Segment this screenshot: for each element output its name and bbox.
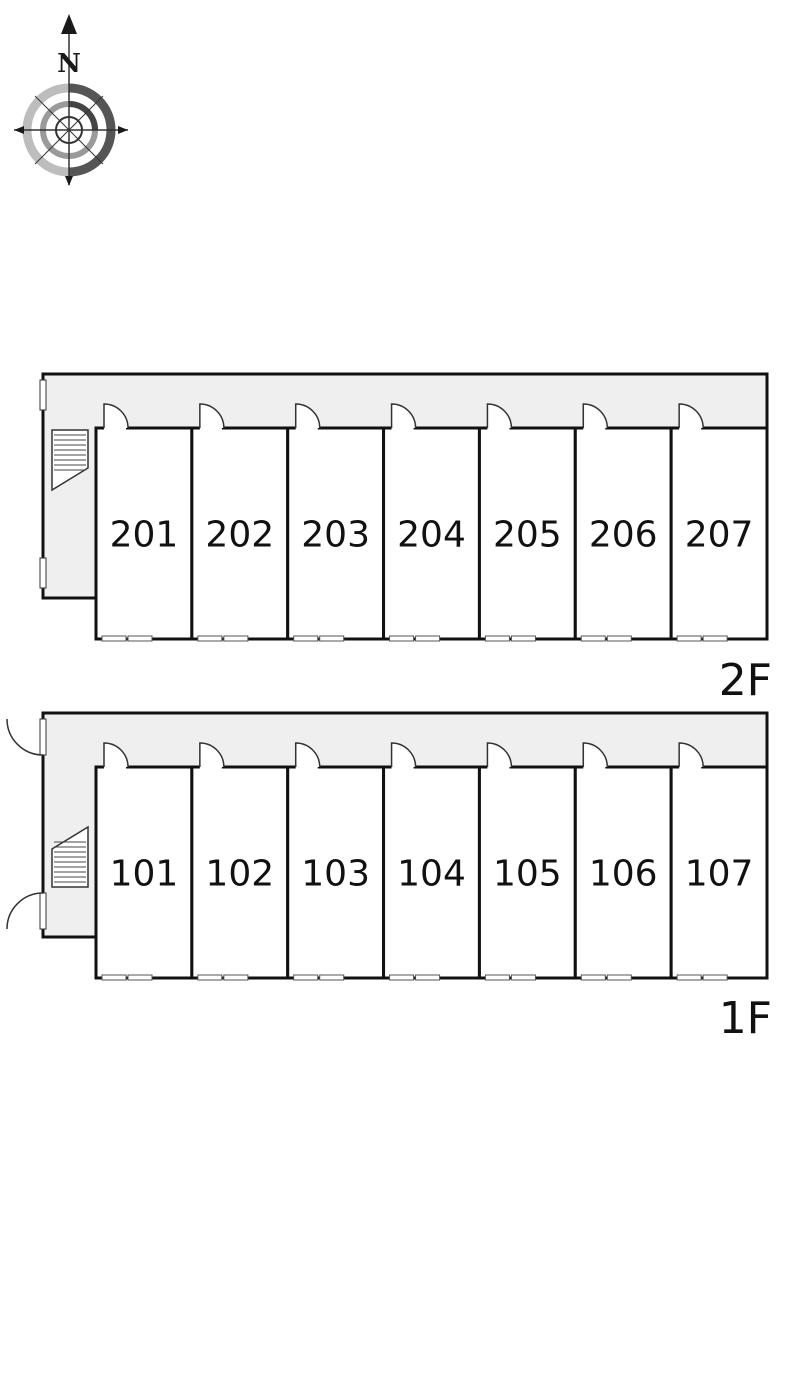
window: [319, 635, 345, 642]
floor-label: 2F: [719, 655, 772, 706]
unit-number: 207: [685, 515, 754, 556]
unit-number: 104: [397, 854, 466, 895]
floor-1F: 101 102 103 104 105 106 107 1F: [6, 711, 772, 1044]
unit-104: 104: [382, 742, 481, 981]
window: [510, 635, 536, 642]
window: [293, 974, 319, 981]
window: [702, 635, 728, 642]
door-swing: [199, 742, 225, 768]
window: [510, 974, 536, 981]
door-swing: [294, 742, 321, 768]
unit-206: 206: [573, 403, 673, 642]
unit-number: 204: [397, 515, 466, 556]
unit-room: [94, 765, 194, 980]
unit-number: 202: [205, 515, 274, 556]
door-swing: [390, 742, 417, 768]
door-swing: [103, 403, 129, 429]
unit-number: 206: [589, 515, 658, 556]
unit-107: 107: [669, 742, 769, 981]
unit-103: 103: [286, 742, 386, 981]
window: [606, 974, 632, 981]
window: [580, 635, 606, 642]
window: [101, 635, 127, 642]
unit-number: 203: [301, 515, 370, 556]
window: [484, 974, 510, 981]
window: [389, 974, 415, 981]
unit-102: 102: [190, 742, 290, 981]
stairs: [51, 825, 89, 888]
window: [676, 974, 702, 981]
window: [606, 635, 632, 642]
unit-number: 201: [110, 515, 179, 556]
unit-number: 107: [685, 854, 754, 895]
door-swing: [678, 742, 704, 768]
unit-room: [573, 426, 673, 641]
window: [197, 974, 223, 981]
unit-room: [286, 765, 386, 980]
unit-room: [286, 426, 386, 641]
door-swing: [390, 403, 417, 429]
unit-number: 103: [301, 854, 370, 895]
floor-2F: 201 202 203 204 205 206 207 2F: [39, 372, 772, 706]
stairs: [51, 429, 89, 492]
door-swing: [6, 892, 44, 930]
window: [101, 974, 127, 981]
door-swing: [582, 403, 609, 429]
compass-rose-icon: N: [14, 14, 128, 186]
unit-room: [669, 426, 769, 641]
entrance-door: [39, 718, 47, 756]
unit-number: 101: [110, 854, 179, 895]
door-swing: [678, 403, 704, 429]
floor-label: 1F: [719, 993, 772, 1044]
door-swing: [486, 742, 513, 768]
window: [702, 974, 728, 981]
window: [484, 635, 510, 642]
unit-room: [669, 765, 769, 980]
unit-101: 101: [94, 742, 194, 981]
door-swing: [103, 742, 129, 768]
door-swing: [199, 403, 225, 429]
window: [415, 974, 441, 981]
window: [127, 635, 153, 642]
window: [676, 635, 702, 642]
window: [197, 635, 223, 642]
unit-207: 207: [669, 403, 769, 642]
window: [293, 635, 319, 642]
unit-105: 105: [477, 742, 577, 981]
entrance-door: [39, 892, 47, 930]
door-swing: [6, 718, 44, 756]
unit-204: 204: [382, 403, 481, 642]
window: [223, 635, 249, 642]
window: [223, 974, 249, 981]
window: [580, 974, 606, 981]
door-swing: [582, 742, 609, 768]
window: [127, 974, 153, 981]
corridor-window: [39, 557, 47, 589]
door-swing: [294, 403, 321, 429]
unit-205: 205: [477, 403, 577, 642]
compass-north-label: N: [57, 49, 81, 79]
unit-number: 105: [493, 854, 562, 895]
unit-203: 203: [286, 403, 386, 642]
unit-room: [190, 765, 290, 980]
unit-number: 205: [493, 515, 562, 556]
unit-number: 102: [205, 854, 274, 895]
door-swing: [486, 403, 513, 429]
window: [319, 974, 345, 981]
corridor-window: [39, 379, 47, 411]
unit-number: 106: [589, 854, 658, 895]
unit-106: 106: [573, 742, 673, 981]
unit-201: 201: [94, 403, 194, 642]
unit-202: 202: [190, 403, 290, 642]
window: [415, 635, 441, 642]
unit-room: [382, 765, 481, 980]
window: [389, 635, 415, 642]
unit-room: [477, 426, 577, 641]
